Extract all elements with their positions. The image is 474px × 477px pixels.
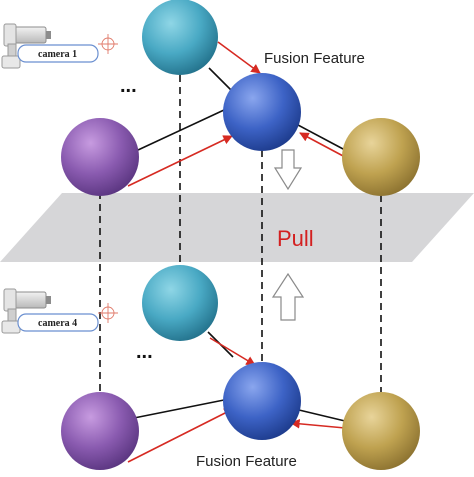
node-blue-bottom — [223, 362, 301, 440]
top-layer: ... Fusion Feature — [61, 0, 420, 196]
security-camera-icon — [1, 23, 51, 69]
pull-plane — [0, 193, 474, 262]
camera-label-top: camera 1 — [38, 49, 77, 60]
pull-label: Pull — [277, 226, 314, 251]
edge-teal-blue-top — [208, 67, 234, 93]
node-purple-top — [61, 118, 139, 196]
red-arrow-gold-to-blue-top — [299, 132, 346, 158]
camera-bottom: camera 4 — [1, 288, 118, 334]
crosshair-icon — [98, 34, 118, 54]
edge-gold-blue-top — [297, 124, 346, 151]
node-purple-bottom — [61, 392, 139, 470]
camera-label-box-bottom — [17, 313, 99, 332]
node-gold-bottom — [342, 392, 420, 470]
node-teal-top — [142, 0, 218, 75]
node-teal-bottom — [142, 265, 218, 341]
camera-label-bottom: camera 4 — [38, 318, 77, 329]
edge-purple-blue-top — [137, 109, 225, 151]
camera-label-box-top — [17, 44, 99, 63]
bottom-layer: ... Fusion Feature — [61, 265, 420, 470]
fusion-feature-label-top: Fusion Feature — [264, 50, 365, 67]
edge-purple-blue-bottom — [133, 399, 225, 419]
red-arrow-teal-to-blue-top — [217, 41, 261, 74]
hollow-arrow-down-icon — [273, 149, 303, 191]
node-gold-top — [342, 118, 420, 196]
node-blue-top — [223, 73, 301, 151]
edge-gold-blue-bottom — [298, 409, 346, 422]
security-camera-icon — [1, 288, 51, 334]
ellipsis-bottom: ... — [136, 341, 153, 363]
camera-top: camera 1 — [1, 23, 118, 69]
red-arrow-teal-to-blue-bottom — [209, 337, 256, 366]
red-arrow-purple-to-blue-top — [127, 135, 233, 187]
crosshair-icon — [98, 303, 118, 323]
hollow-arrow-up-icon — [271, 272, 305, 321]
red-arrow-gold-to-blue-bottom — [290, 419, 346, 429]
red-arrow-purple-to-blue-bottom — [127, 408, 234, 463]
fusion-feature-label-bottom: Fusion Feature — [196, 453, 297, 470]
ellipsis-top: ... — [120, 75, 137, 97]
vertical-dashed-links — [99, 75, 382, 393]
